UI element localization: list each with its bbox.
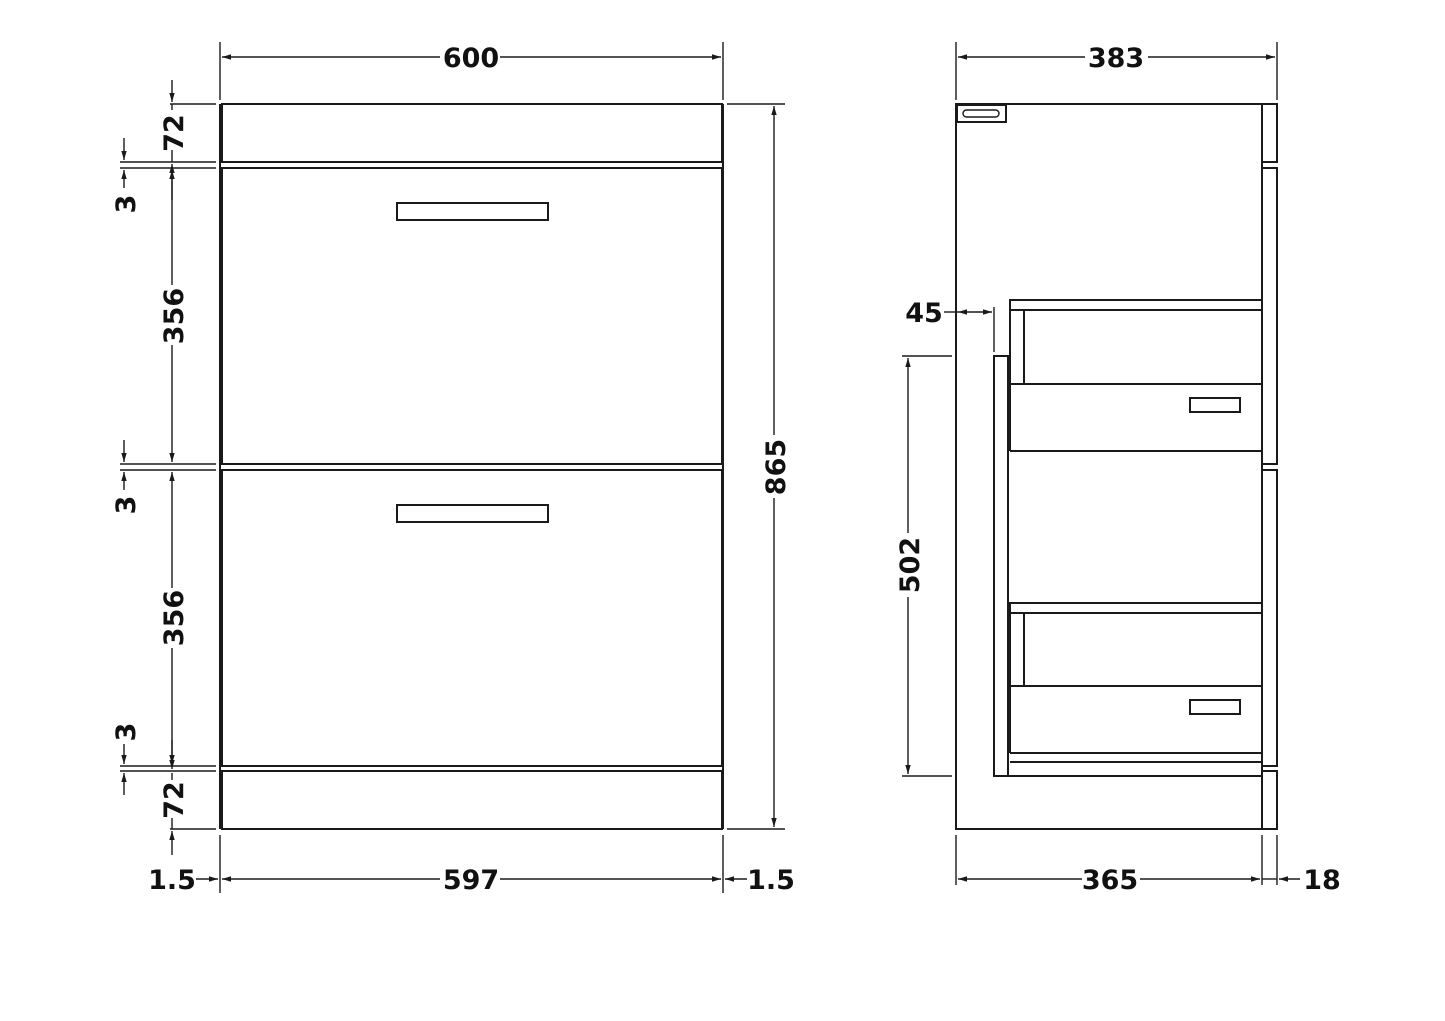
dim-carcass-depth: 365 — [1082, 865, 1138, 896]
dim-overall-depth: 383 — [1088, 43, 1144, 74]
dim-side-right: 1.5 — [747, 865, 795, 896]
front-view: 600 72 3 356 3 356 3 72 — [111, 42, 795, 896]
drawer-bottom-side-handle-icon — [1189, 699, 1241, 715]
drawer-top-side-handle-icon — [1189, 397, 1241, 413]
dim-gap-top: 3 — [111, 195, 142, 214]
front-edge-drawer-top — [1261, 167, 1278, 465]
drawer-bottom-handle-icon — [396, 504, 549, 523]
drawer-bottom-rim — [1009, 602, 1263, 614]
dim-inner-width: 597 — [443, 865, 499, 896]
top-badge — [956, 104, 1007, 123]
dim-overall-width: 600 — [443, 43, 499, 74]
front-edge-drawer-bottom — [1261, 469, 1278, 767]
front-edge-plinth — [1261, 770, 1278, 830]
dim-drawer-offset: 45 — [905, 298, 943, 329]
dim-drawer-bottom-height: 356 — [159, 590, 190, 646]
dim-plinth: 72 — [159, 781, 190, 819]
drawer-top-rim — [1009, 299, 1263, 311]
dim-top-rail: 72 — [159, 114, 190, 152]
drawer-top-front — [221, 167, 723, 465]
slot-icon — [962, 109, 1000, 118]
dim-overall-height: 865 — [761, 439, 792, 495]
front-edge-top-rail — [1261, 103, 1278, 163]
dim-gap-middle: 3 — [111, 496, 142, 515]
dim-side-left: 1.5 — [148, 865, 196, 896]
drawer-back-panel — [993, 355, 1009, 777]
dim-drawer-top-height: 356 — [159, 288, 190, 344]
top-rail — [221, 103, 723, 163]
drawer-top-back — [1009, 309, 1025, 385]
plinth — [221, 770, 723, 830]
drawer-bottom-back — [1009, 612, 1025, 687]
dim-gap-bottom: 3 — [111, 723, 142, 742]
side-view: 383 45 502 365 18 — [895, 42, 1341, 896]
drawer-bottom-front — [221, 469, 723, 767]
dim-drawer-box-height: 502 — [895, 537, 926, 593]
dim-front-thickness: 18 — [1303, 865, 1341, 896]
drawer-top-handle-icon — [396, 202, 549, 221]
carcass-side-panel — [955, 103, 1263, 830]
